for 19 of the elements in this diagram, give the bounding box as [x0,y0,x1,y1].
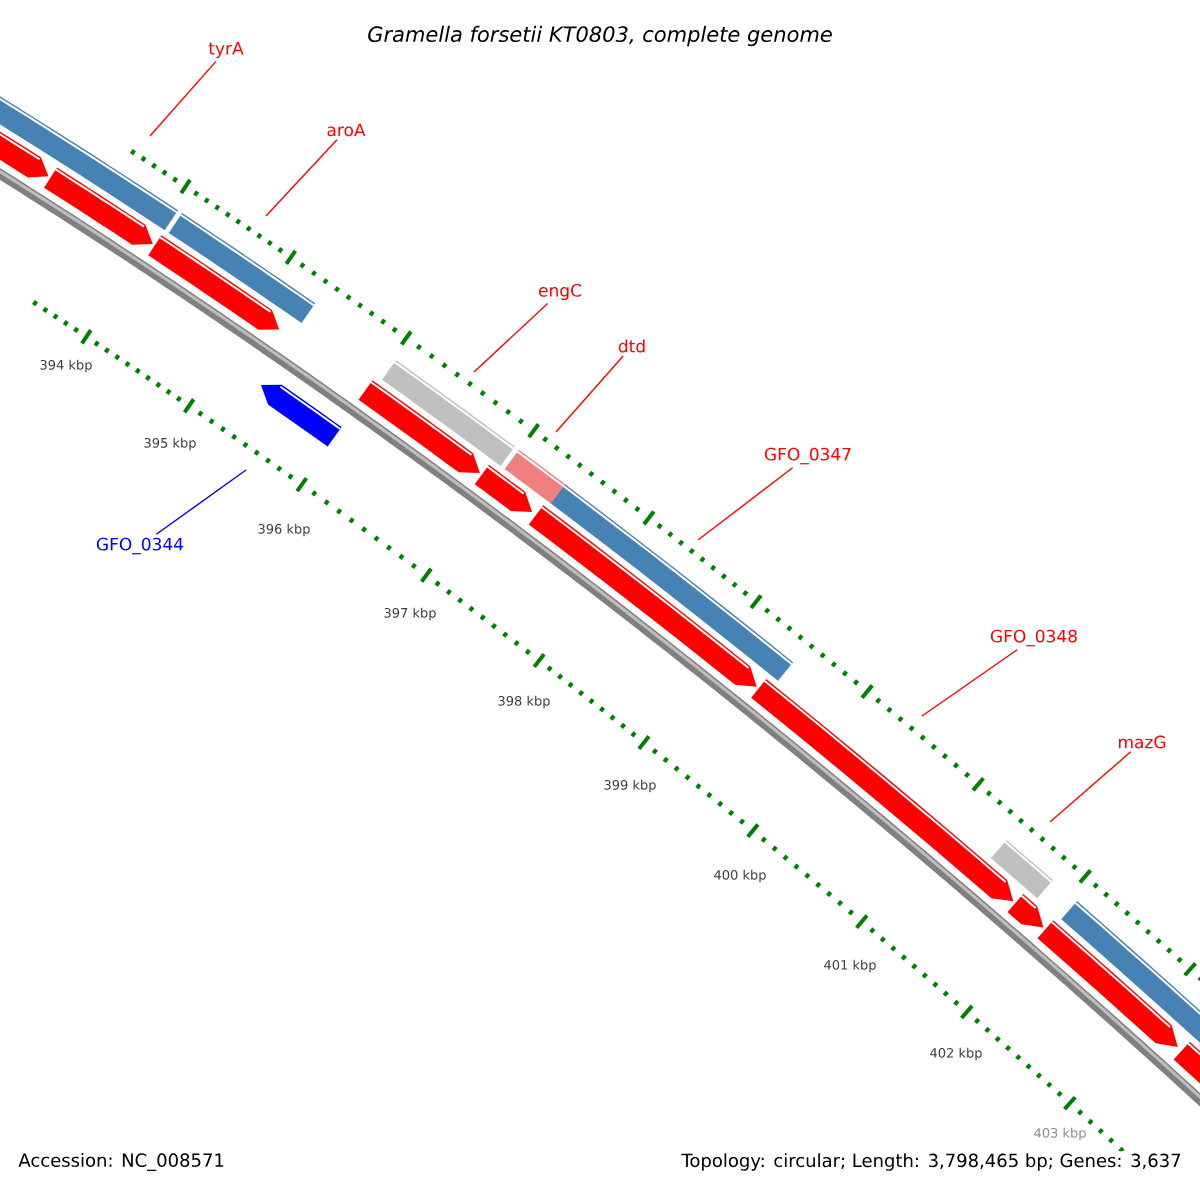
leader-line [155,469,247,535]
leader-line [555,355,624,433]
title: Gramella forsetii KT0803, complete genome [368,25,832,47]
genome-summary-text: Topology: circular; Length: 3,798,465 bp; Genes: 3,637 [679,1151,1184,1173]
gene-label: mazG [1119,735,1166,749]
leader-line [921,649,1018,717]
leader-line [1049,751,1132,823]
accession-text: Accession: NC_008571 [16,1151,227,1173]
gene-label: GFO_0348 [990,629,1077,647]
leader-line [265,139,338,217]
gene-label: tyrA [208,42,244,58]
gene-label: GFO_0344 [96,537,184,555]
leader-line [697,467,794,541]
gene-label: engC [539,283,582,301]
gene-label: aroA [327,123,366,137]
gene-label: GFO_0347 [764,447,851,465]
gene-label: dtd [618,339,645,353]
leader-line [149,60,217,137]
leader-line [473,302,549,373]
